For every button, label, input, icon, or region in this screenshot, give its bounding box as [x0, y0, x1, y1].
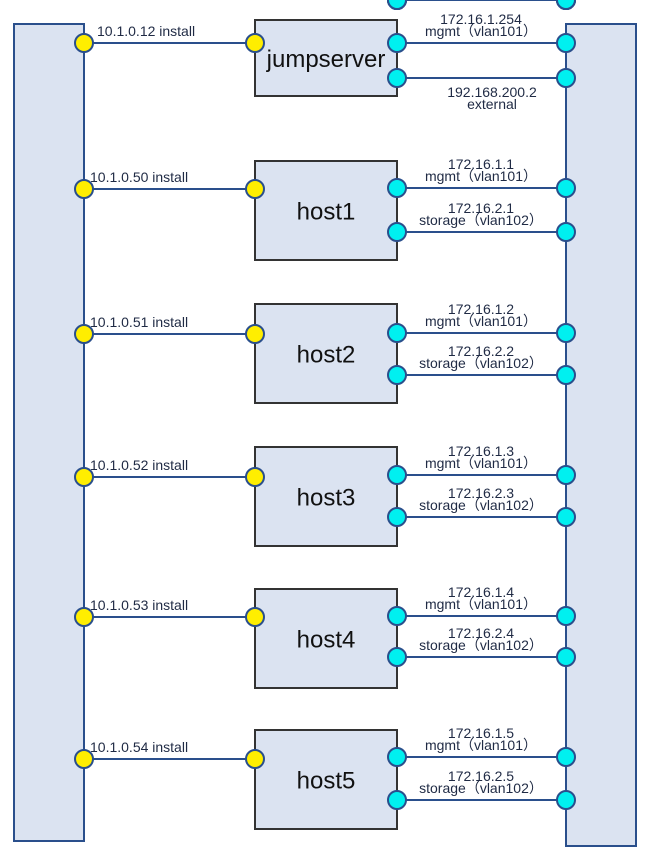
install-label: 10.1.0.52 install	[90, 457, 188, 473]
port-role-label: mgmt（vlan101）	[425, 596, 537, 612]
data-port-host	[387, 507, 407, 527]
port-role-label: mgmt（vlan101）	[425, 737, 537, 753]
install-port-host	[245, 33, 265, 53]
port-role-label: storage（vlan102）	[419, 780, 543, 796]
data-port-bar	[556, 647, 576, 667]
host-name: host5	[297, 768, 356, 795]
install-port-bar	[74, 324, 94, 344]
data-port-host	[387, 178, 407, 198]
port-ip-label: 192.168.10.10	[447, 0, 537, 3]
host-name: host4	[297, 627, 356, 654]
data-port-bar	[556, 790, 576, 810]
data-port-host	[387, 747, 407, 767]
host-box	[254, 588, 398, 689]
install-label: 10.1.0.53 install	[90, 597, 188, 613]
port-ip-label: 172.16.1.2	[448, 301, 514, 317]
install-label: 10.1.0.50 install	[90, 169, 188, 185]
install-network-bar	[13, 23, 85, 842]
install-label: 10.1.0.51 install	[90, 314, 188, 330]
install-port-host	[245, 179, 265, 199]
port-ip-label: 172.16.1.5	[448, 725, 514, 741]
port-ip-label: 192.168.10.13	[447, 0, 537, 3]
port-ip-label: 172.16.1.3	[448, 443, 514, 459]
data-port-host	[387, 790, 407, 810]
install-port-bar	[74, 607, 94, 627]
links-layer	[84, 0, 566, 801]
port-ip-label: 172.16.2.1	[448, 200, 514, 216]
data-port-bar	[556, 178, 576, 198]
port-role-label: storage（vlan102）	[419, 355, 543, 371]
port-ip-label: 172.16.2.4	[448, 625, 514, 641]
data-network-bar	[565, 23, 637, 847]
host-name: host3	[297, 485, 356, 512]
nodes-layer	[254, 19, 398, 830]
install-port-bar	[74, 33, 94, 53]
host-name: jumpserver	[266, 46, 386, 73]
data-port-bar	[556, 465, 576, 485]
data-port-bar	[556, 323, 576, 343]
port-role-label: external	[467, 0, 517, 3]
port-role-label: mgmt（vlan101）	[425, 168, 537, 184]
port-role-label: storage（vlan102）	[419, 212, 543, 228]
data-port-host	[387, 647, 407, 667]
port-ip-label: 172.16.1.4	[448, 584, 514, 600]
install-port-bar	[74, 749, 94, 769]
port-role-label: external	[467, 0, 517, 3]
data-port-bar	[556, 222, 576, 242]
port-role-label: external	[467, 0, 517, 3]
host-box	[254, 446, 398, 547]
port-role-label: external	[467, 96, 517, 112]
install-port-host	[245, 324, 265, 344]
port-ip-label: 192.168.10.12	[447, 0, 537, 3]
data-port-bar	[556, 0, 576, 10]
port-role-label: mgmt（vlan101）	[425, 23, 537, 39]
host-box	[254, 303, 398, 404]
port-ip-label: 192.168.200.2	[447, 84, 537, 100]
port-role-label: storage（vlan102）	[419, 637, 543, 653]
port-ip-label: 172.16.1.254	[440, 11, 522, 27]
ports-layer	[74, 0, 576, 810]
port-role-label: mgmt（vlan101）	[425, 313, 537, 329]
data-port-host	[387, 0, 407, 10]
data-port-bar	[556, 507, 576, 527]
port-role-label: storage（vlan102）	[419, 497, 543, 513]
install-port-bar	[74, 179, 94, 199]
port-ip-label: 172.16.2.5	[448, 768, 514, 784]
host-name: host1	[297, 199, 356, 226]
data-port-bar	[556, 747, 576, 767]
data-port-host	[387, 465, 407, 485]
port-role-label: external	[467, 0, 517, 3]
data-port-bar	[556, 68, 576, 88]
data-port-bar	[556, 33, 576, 53]
port-ip-label: 172.16.2.2	[448, 343, 514, 359]
host-box	[254, 160, 398, 261]
data-port-bar	[556, 365, 576, 385]
data-port-host	[387, 323, 407, 343]
data-port-host	[387, 606, 407, 626]
data-port-host	[387, 68, 407, 88]
install-port-host	[245, 467, 265, 487]
data-port-host	[387, 33, 407, 53]
install-label: 10.1.0.12 install	[97, 23, 195, 39]
port-ip-label: 192.168.10.14	[447, 0, 537, 3]
port-ip-label: 172.16.2.3	[448, 485, 514, 501]
install-port-bar	[74, 467, 94, 487]
host-name: host2	[297, 342, 356, 369]
port-ip-label: 172.16.1.1	[448, 156, 514, 172]
data-port-bar	[556, 606, 576, 626]
install-port-host	[245, 749, 265, 769]
host-box	[254, 729, 398, 830]
data-port-host	[387, 365, 407, 385]
install-label: 10.1.0.54 install	[90, 739, 188, 755]
host-box	[254, 19, 398, 97]
port-ip-label: 192.168.10.11	[448, 0, 537, 3]
data-port-host	[387, 222, 407, 242]
install-port-host	[245, 607, 265, 627]
port-role-label: mgmt（vlan101）	[425, 455, 537, 471]
port-role-label: external	[467, 0, 517, 3]
